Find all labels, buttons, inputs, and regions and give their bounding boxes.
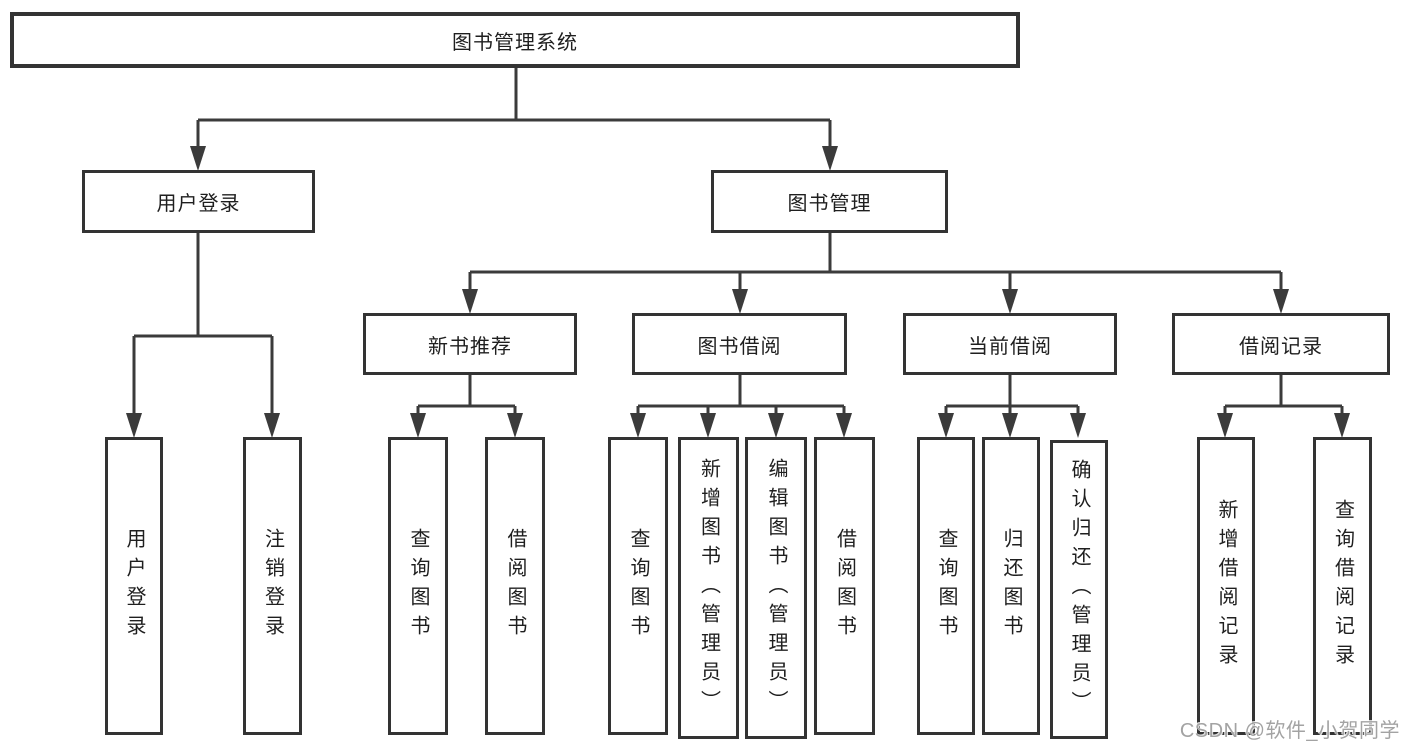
arrowhead	[507, 413, 523, 438]
arrowhead	[938, 413, 954, 438]
leaf-user-login: 用户登录	[105, 437, 163, 735]
node-label: 查询图书	[407, 528, 429, 644]
node-label: 图书管理	[787, 193, 872, 215]
leaf-newbook-query-books: 查询图书	[388, 437, 448, 735]
node-label: 查询借阅记录	[1331, 499, 1354, 673]
node-label: 新书推荐	[428, 335, 512, 358]
node-label: 编辑图书（管理员）	[765, 457, 787, 719]
node-label: 查询图书	[935, 528, 957, 644]
edge-borrow-record-to-leaves	[1223, 375, 1344, 419]
node-label: 新增图书（管理员）	[697, 457, 720, 719]
leaf-logout: 注销登录	[243, 437, 302, 735]
leaf-borrow-borrow-books: 借阅图书	[814, 437, 875, 735]
arrowhead	[630, 413, 646, 438]
leaf-current-confirm-return-admin: 确认归还（管理员）	[1050, 440, 1108, 739]
arrowhead	[1334, 413, 1350, 438]
arrowhead	[1070, 413, 1086, 438]
node-label: 图书借阅	[697, 335, 782, 358]
edge-current-borrow-to-leaves	[944, 375, 1080, 419]
arrowhead	[836, 413, 852, 438]
edge-new-book-to-leaves	[416, 375, 517, 419]
arrowhead	[1002, 413, 1018, 438]
leaf-records-query-record: 查询借阅记录	[1313, 437, 1372, 735]
arrowhead	[462, 289, 478, 314]
node-label: 借阅记录	[1239, 335, 1323, 358]
node-label: 借阅图书	[833, 528, 856, 644]
csdn-watermark: CSDN @软件_小贺同学	[1179, 720, 1400, 742]
arrowhead	[1217, 413, 1233, 438]
node-label: 用户登录	[156, 193, 241, 215]
edge-root-to-level2	[196, 68, 832, 152]
arrowhead	[1002, 289, 1018, 314]
node-label: 借阅图书	[504, 528, 526, 644]
leaf-newbook-borrow-books: 借阅图书	[485, 437, 545, 735]
node-label: 用户登录	[123, 528, 145, 644]
node-current-borrowing: 当前借阅	[903, 313, 1117, 375]
leaf-borrow-edit-books-admin: 编辑图书（管理员）	[745, 437, 807, 739]
node-label: 归还图书	[1000, 528, 1022, 644]
node-book-management: 图书管理	[711, 170, 948, 233]
leaf-current-return-books: 归还图书	[982, 437, 1040, 735]
node-label: 查询图书	[627, 528, 649, 644]
node-label: 确认归还（管理员）	[1068, 459, 1090, 720]
leaf-records-add-record: 新增借阅记录	[1197, 437, 1255, 735]
arrowhead	[126, 413, 142, 438]
node-book-borrowing: 图书借阅	[632, 313, 847, 375]
arrowhead	[264, 413, 280, 438]
arrowhead	[822, 146, 838, 171]
node-label: 当前借阅	[968, 335, 1052, 358]
arrowhead	[732, 289, 748, 314]
node-borrowing-records: 借阅记录	[1172, 313, 1390, 375]
arrowhead	[1273, 289, 1289, 314]
edge-user-login-to-leaves	[132, 233, 274, 419]
arrowhead	[768, 413, 784, 438]
node-label: 新增借阅记录	[1215, 499, 1237, 673]
edge-book-mgmt-to-level3	[468, 233, 1283, 295]
node-label: 注销登录	[261, 528, 284, 644]
node-library-management-system: 图书管理系统	[10, 12, 1020, 68]
leaf-borrow-add-books-admin: 新增图书（管理员）	[678, 437, 739, 739]
arrowhead	[700, 413, 716, 438]
node-user-login: 用户登录	[82, 170, 315, 233]
node-label: 图书管理系统	[452, 31, 578, 54]
leaf-current-query-books: 查询图书	[917, 437, 975, 735]
arrowhead	[410, 413, 426, 438]
leaf-borrow-query-books: 查询图书	[608, 437, 668, 735]
arrowhead	[190, 146, 206, 171]
node-new-book-recommendation: 新书推荐	[363, 313, 577, 375]
edge-book-borrow-to-leaves	[636, 375, 846, 419]
